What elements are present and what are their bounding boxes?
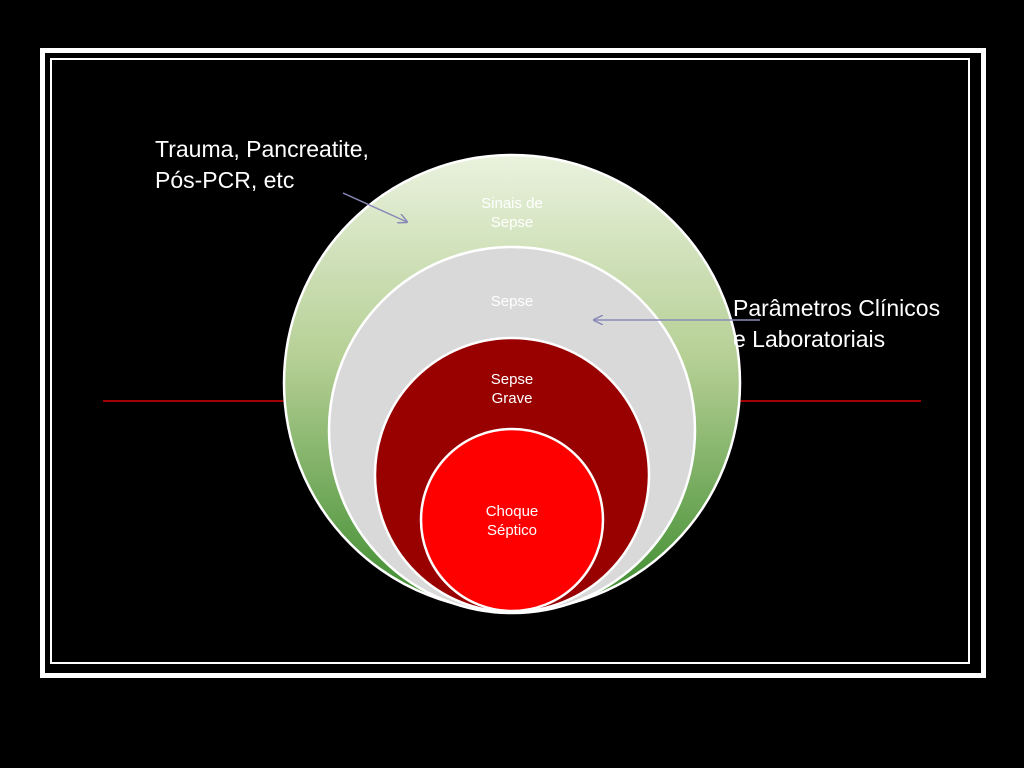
- slide-outer-frame: [40, 48, 986, 678]
- label-choque-septico: Choque Séptico: [485, 503, 539, 539]
- slide-inner-frame: [50, 58, 970, 664]
- arrow-left-annotation: [342, 192, 407, 222]
- circle-choque-septico: [419, 427, 605, 613]
- label-sepse: Sepse: [490, 293, 534, 310]
- label-sinais-de-sepse: Sinais de Sepse: [481, 195, 543, 231]
- annotation-causes: Trauma, Pancreatite, Pós-PCR, etc: [155, 136, 369, 193]
- label-sepse-grave: Sepse Grave: [490, 371, 534, 407]
- annotation-parameters: Parâmetros Clínicos e Laboratoriais: [733, 295, 941, 352]
